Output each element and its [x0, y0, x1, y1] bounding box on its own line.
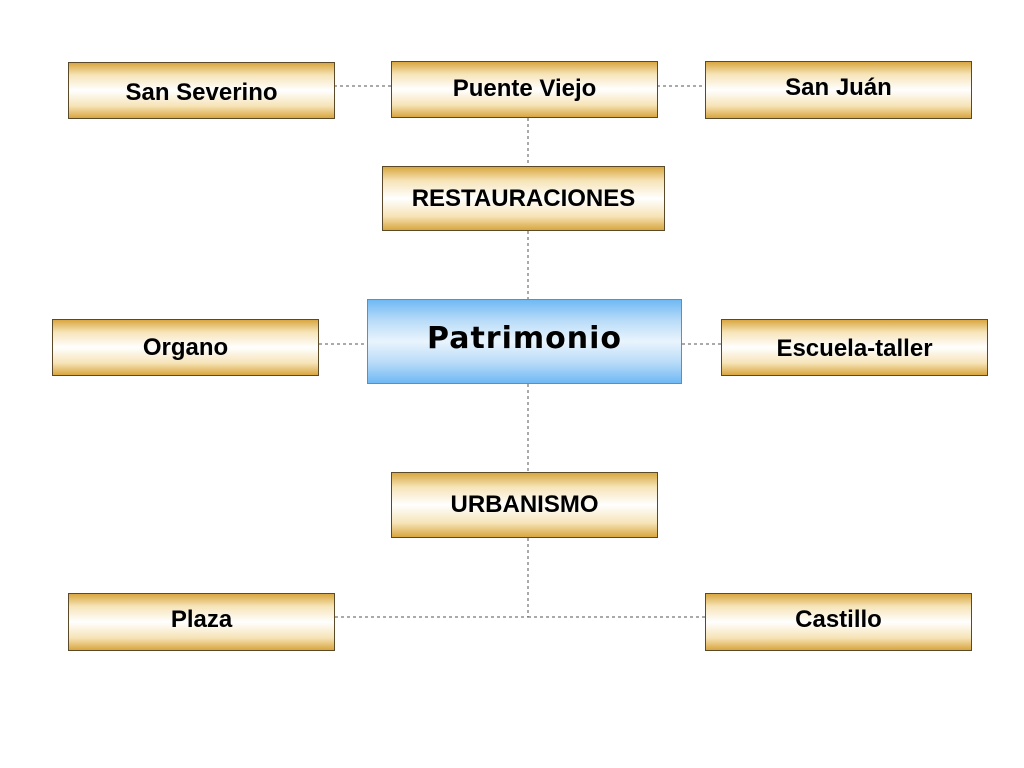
node-label: Organo: [142, 333, 229, 361]
node-label: San Juán: [785, 74, 892, 101]
node-urbanismo: URBANISMO: [391, 472, 658, 538]
node-escuela-taller: Escuela-taller: [721, 319, 988, 376]
node-label: Puente Viejo: [452, 74, 597, 102]
node-restauraciones: RESTAURACIONES: [382, 166, 665, 231]
node-san-juan: San Juán: [705, 61, 972, 119]
node-label: Plaza: [170, 606, 233, 633]
node-label: San Severino: [125, 78, 278, 106]
node-plaza: Plaza: [68, 593, 335, 651]
node-san-severino: San Severino: [68, 62, 335, 119]
node-label: Castillo: [795, 606, 882, 633]
node-puente-viejo: Puente Viejo: [391, 61, 658, 118]
node-label: Patrimonio: [427, 321, 622, 356]
node-label: URBANISMO: [450, 491, 599, 518]
node-castillo: Castillo: [705, 593, 972, 651]
node-patrimonio: Patrimonio: [367, 299, 682, 384]
node-organo: Organo: [52, 319, 319, 376]
node-label: RESTAURACIONES: [411, 184, 636, 212]
node-label: Escuela-taller: [776, 334, 933, 362]
